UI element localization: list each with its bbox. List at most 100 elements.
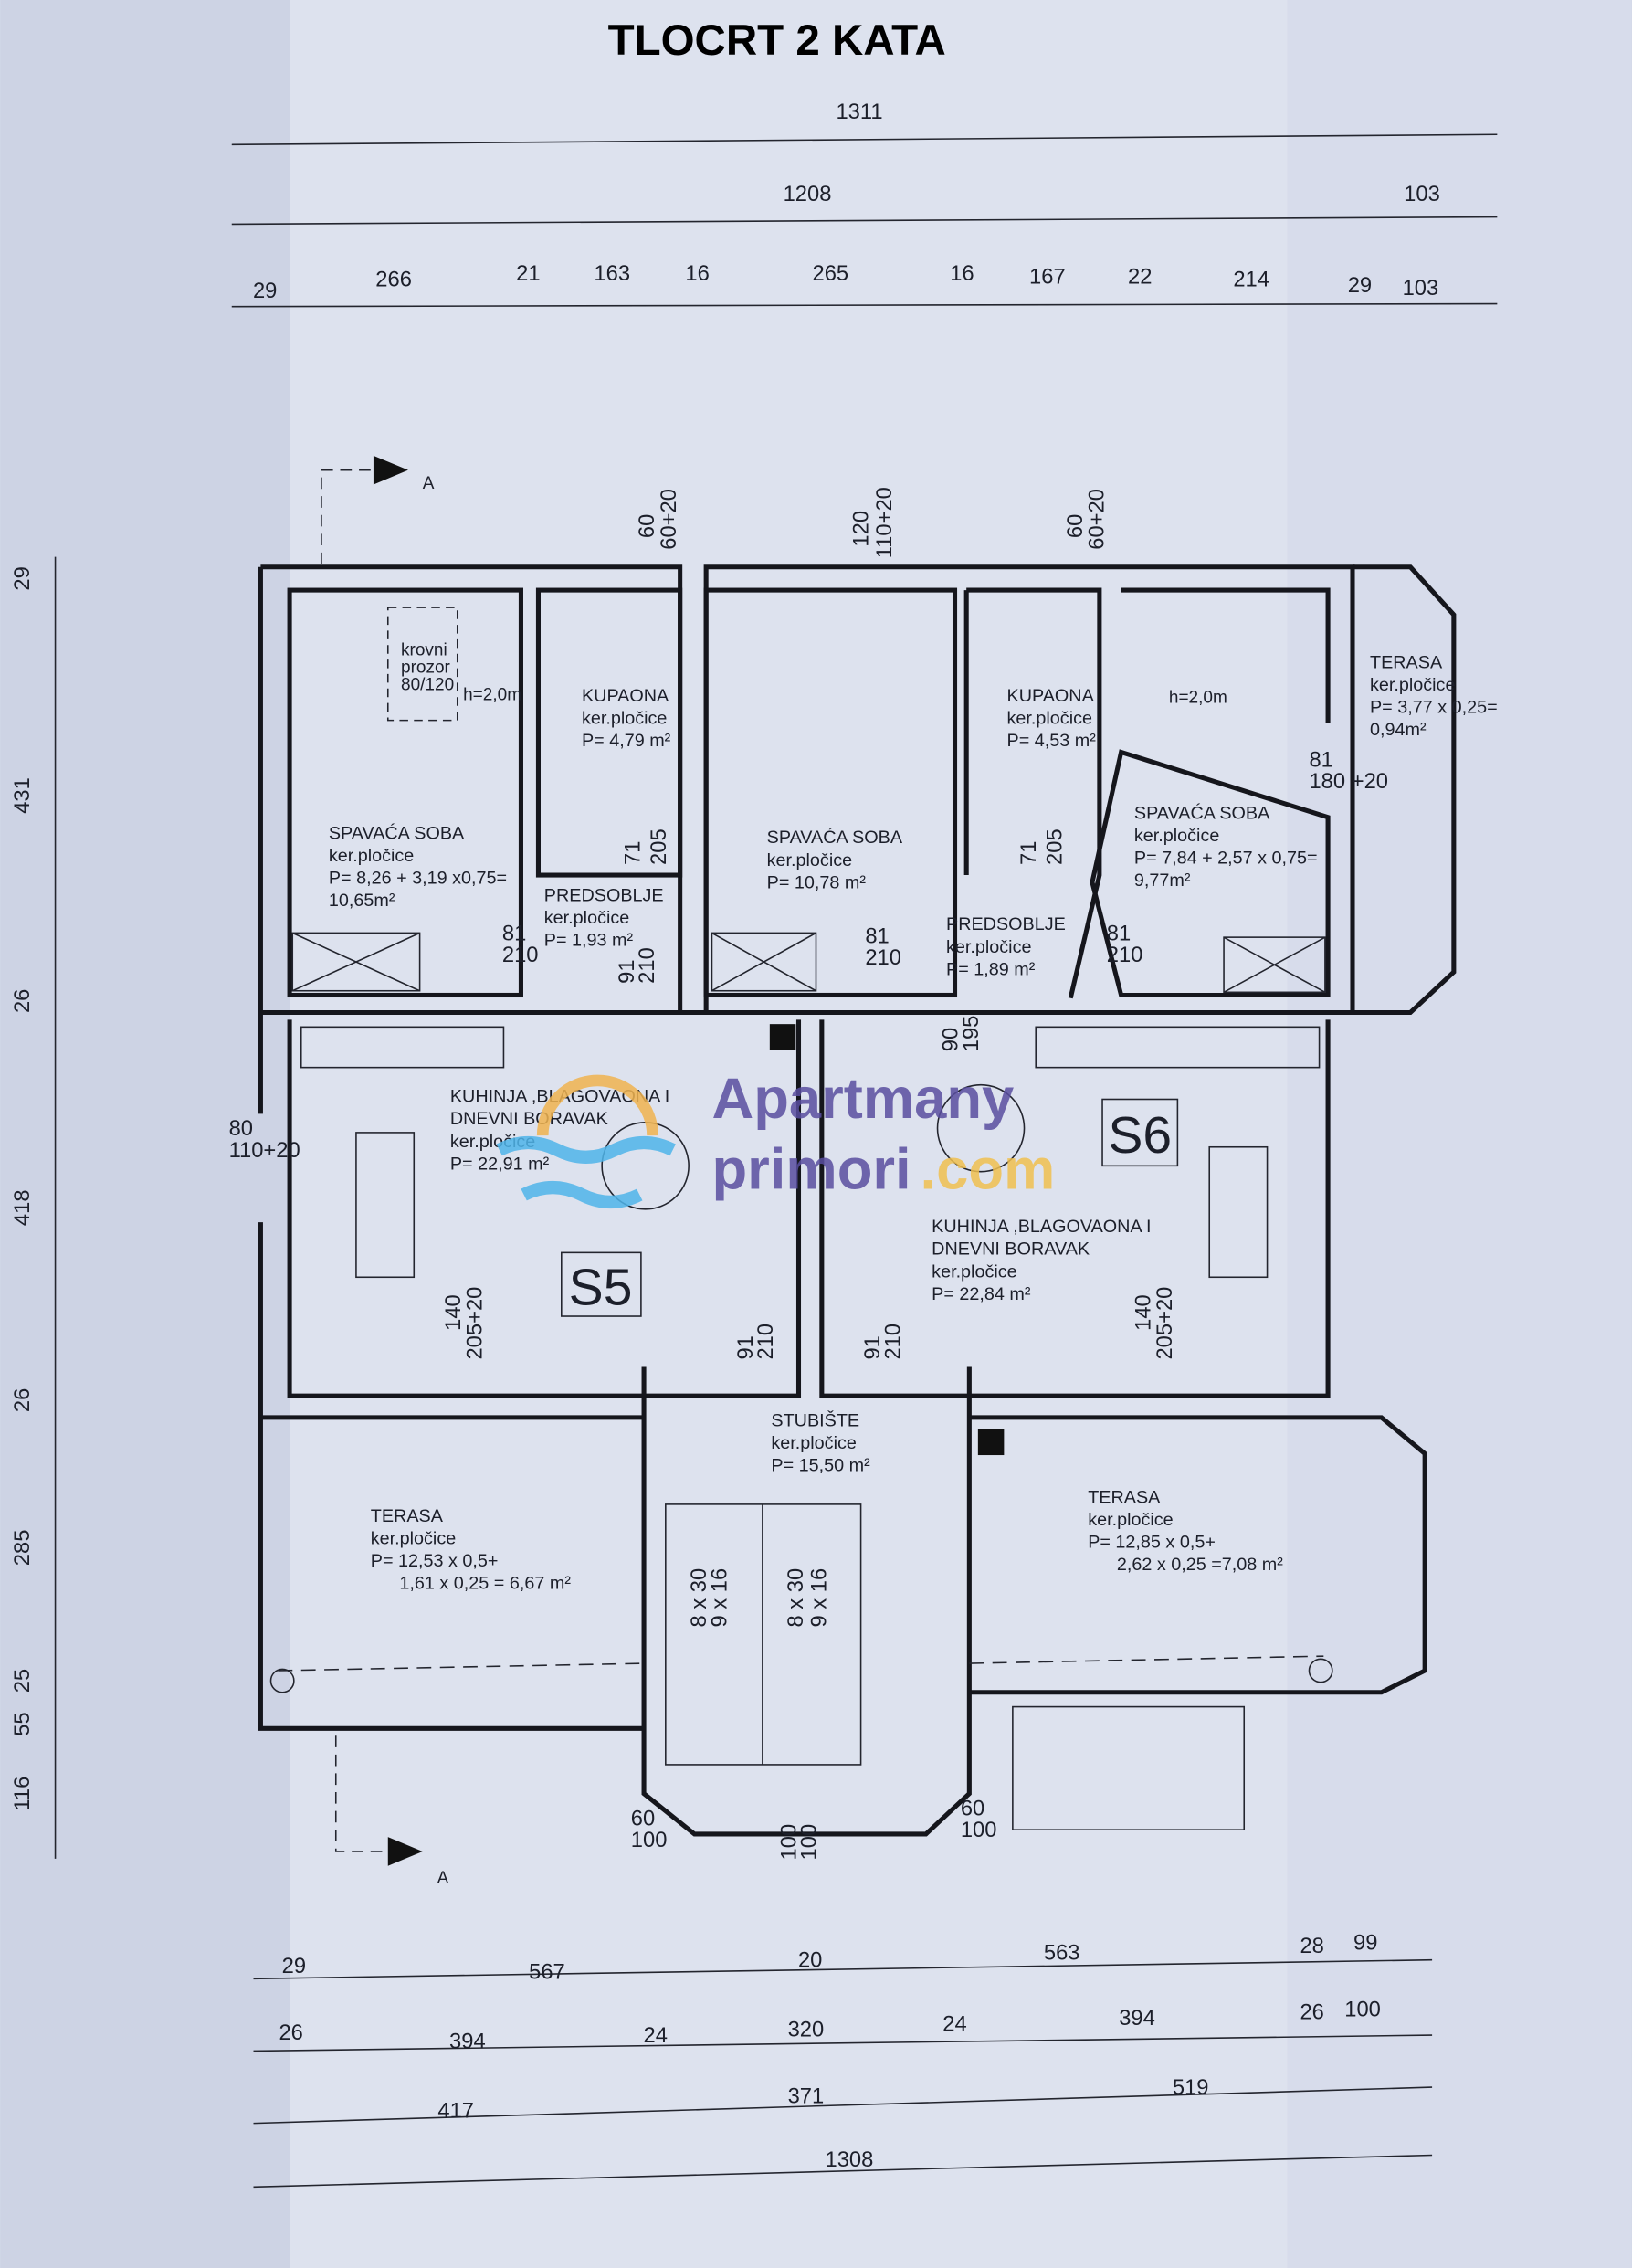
dimension-label: 320 [788,2018,825,2042]
opening-size-label: 80 [229,1116,253,1141]
dimension-label: 26 [279,2020,302,2045]
dimension-lines [54,133,1498,2189]
room-label-bedroom-s5: SPAVAĆA SOBA [329,822,465,843]
opening-size-label: 110+20 [229,1138,300,1163]
dimension-label: 394 [449,2029,486,2053]
opening-size-label: 210 [1107,943,1143,967]
room-label-terrace-s6: TERASA [1088,1487,1161,1507]
opening-size-label: 205+20 [1153,1287,1177,1360]
room-label-bathroom-s6: ker.pločice [1007,709,1092,729]
dimension-label: 20 [798,1948,822,1973]
section-marker-top: A [321,455,435,564]
room-label-staircase: STUBIŠTE [771,1409,859,1430]
opening-size-label: 100 [631,1828,668,1852]
watermark-text: primori [711,1138,911,1202]
opening-size-label: 81 [1309,747,1332,772]
opening-size-label: 71 [620,841,645,865]
dimension-label: 103 [1404,182,1440,206]
section-marker-label: A [437,1869,449,1888]
unit-label-s5: S5 [569,1258,633,1316]
room-label-living-s5: P= 22,91 m² [450,1154,550,1174]
room-label-terrace-s5: 1,61 x 0,25 = 6,67 m² [399,1574,571,1594]
dimension-label: 16 [685,261,709,286]
room-label-bedroom-s6: ker.pločice [1134,826,1219,846]
room-label-living-s5: DNEVNI BORAVAK [450,1109,608,1129]
dimension-label: 265 [813,261,849,286]
opening-size-label: 210 [502,943,539,967]
dimension-label: 16 [950,261,974,286]
dimension-label: 567 [529,1959,565,1984]
room-label-hall-s5: P= 1,93 m² [544,931,634,951]
room-label-living-s6: KUHINJA ,BLAGOVAONA I [932,1217,1151,1237]
unit-label-s6: S6 [1108,1106,1172,1165]
room-label-terrace-s6: 2,62 x 0,25 =7,08 m² [1117,1555,1283,1575]
opening-size-label: 91 [615,959,639,983]
opening-size-label: 140 [1131,1294,1155,1331]
room-label-bedroom-s5: 10,65m² [329,891,395,911]
opening-size-label: 210 [865,945,901,970]
opening-size-label: 205 [647,828,671,865]
room-label-terrace-s5: ker.pločice [371,1528,456,1548]
opening-size-label: 60 [961,1796,984,1820]
room-label-terrace-small: 0,94m² [1370,720,1427,740]
dimension-label: 103 [1403,276,1439,301]
opening-size-label: 100 [797,1824,822,1861]
dimension-label: 116 [10,1777,35,1811]
skylight-note: prozor [401,658,451,677]
dimension-label: 1311 [836,100,882,124]
opening-size-label: 205 [1043,828,1068,865]
room-label-bathroom-s5: KUPAONA [582,686,669,706]
dimension-label: 417 [437,2098,474,2123]
opening-size-label: 120 [849,511,874,547]
dimension-label: 22 [1128,264,1152,289]
room-label-hall-s5: PREDSOBLJE [544,886,664,906]
dimension-label: 29 [282,1954,306,1978]
room-label-terrace-small: P= 3,77 x 0,25= [1370,698,1498,718]
opening-size-label: 9 x 16 [807,1568,832,1628]
opening-size-label: 81 [865,923,889,948]
opening-size-label: 91 [860,1335,885,1359]
ceiling-height-note: h=2,0m [463,685,521,704]
room-label-bathroom-s6: P= 4,53 m² [1007,731,1097,751]
room-label-bedroom-s5: P= 8,26 + 3,19 x0,75= [329,869,507,889]
dimension-label: 167 [1029,264,1066,289]
section-marker-label: A [423,474,435,493]
room-label-living-s6: P= 22,84 m² [932,1284,1031,1304]
dimension-label: 100 [1344,1997,1381,2021]
opening-size-label: 195 [959,1016,984,1052]
opening-size-label: 91 [733,1335,758,1359]
opening-size-label: 8 x 30 [784,1568,808,1628]
dimension-label: 24 [942,2011,966,2036]
room-label-bedroom-mid: SPAVAĆA SOBA [767,827,903,848]
room-label-living-s6: ker.pločice [932,1261,1016,1282]
section-marker-bottom: A [334,1735,449,1888]
room-label-bedroom-s6: P= 7,84 + 2,57 x 0,75= [1134,848,1318,868]
dimension-label: 1308 [825,2147,873,2172]
watermark-text: .com [921,1138,1056,1202]
dimension-label: 285 [10,1530,35,1567]
room-label-bedroom-mid: P= 10,78 m² [767,872,867,892]
opening-size-label: 110+20 [872,487,897,558]
room-label-terrace-small: TERASA [1370,653,1443,673]
opening-size-label: 60 [1063,514,1088,538]
room-label-terrace-s6: P= 12,85 x 0,5+ [1088,1532,1216,1552]
room-label-terrace-s5: TERASA [371,1506,444,1526]
room-label-terrace-s5: P= 12,53 x 0,5+ [371,1551,499,1571]
opening-size-label: 140 [441,1294,466,1331]
room-label-staircase: ker.pločice [771,1433,856,1453]
dimension-label: 21 [516,261,540,286]
room-label-terrace-small: ker.pločice [1370,675,1455,695]
opening-size-label: 210 [753,1324,778,1360]
ceiling-height-note: h=2,0m [1169,689,1227,708]
room-label-bathroom-s6: KUPAONA [1007,686,1095,706]
skylight-note: krovni [401,640,447,659]
paper-fold [290,0,1288,2268]
opening-size-label: 60+20 [1085,489,1110,550]
watermark-logo: Apartmany primori .com [496,1067,1056,1208]
room-label-hall-s6: ker.pločice [946,937,1031,957]
opening-size-label: 60 [631,1806,655,1830]
plan-title: TLOCRT 2 KATA [608,16,946,65]
watermark-text: Apartmany [711,1067,1014,1131]
dimension-label: 26 [1300,2000,1323,2025]
